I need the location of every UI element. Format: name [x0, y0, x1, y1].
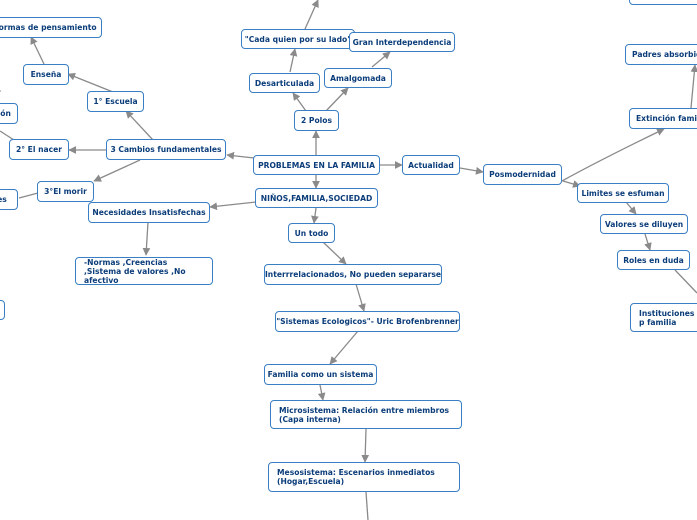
- edge-amalgomada-gran: [371, 51, 391, 68]
- node-actualidad[interactable]: Actualidad: [402, 155, 460, 175]
- node-un-todo[interactable]: Un todo: [288, 223, 335, 243]
- edge-polos-desarticulada: [292, 92, 307, 112]
- edge-limites-valores: [625, 201, 637, 215]
- edge-actualidad-posmodernidad: [459, 166, 484, 175]
- node-es-partial[interactable]: es: [0, 189, 18, 210]
- edge-micro-meso: [361, 428, 370, 463]
- node-amalgomada[interactable]: Amalgomada: [324, 68, 392, 88]
- node-dos-polos[interactable]: 2 Polos: [294, 110, 339, 131]
- edge-sistemas-familia: [329, 330, 359, 365]
- edge-interrelacionados-sistemas: [355, 283, 366, 312]
- edge-valores-roles: [644, 233, 652, 251]
- node-padres-absorbidos[interactable]: Padres absorbid: [625, 44, 697, 65]
- edge-necesidades-normas: [142, 221, 151, 256]
- node-left-stub[interactable]: [0, 300, 5, 320]
- edge-meso-down: [365, 491, 369, 520]
- edge-posmodernidad-extincion: [561, 128, 665, 182]
- edge-todo-interrelacionados: [322, 241, 347, 265]
- edge-polos-amalgomada: [325, 87, 349, 112]
- node-cion-partial[interactable]: ción: [0, 103, 18, 124]
- node-sistemas-ecologicos[interactable]: "Sistemas Ecologicos"- Uric Brofenbrenne…: [275, 311, 460, 332]
- edge-problemas-cambios: [226, 151, 255, 160]
- edge-roles-instituciones: [674, 269, 697, 294]
- node-normas-creencias[interactable]: -Normas ,Creencias ,Sistema de valores ,…: [75, 257, 213, 285]
- node-desarticulada[interactable]: Desarticulada: [249, 73, 320, 93]
- node-ninos-familia-sociedad[interactable]: NIÑOS,FAMILIA,SOCIEDAD: [255, 188, 378, 208]
- node-extincion-familia[interactable]: Extinción famil: [629, 108, 697, 129]
- edge-escuela-ensena: [67, 72, 119, 95]
- node-mesosistema[interactable]: Mesosistema: Escenarios inmediatos (Hoga…: [268, 462, 460, 492]
- edge-cambios-escuela: [125, 110, 154, 141]
- node-roles-en-duda[interactable]: Roles en duda: [617, 250, 690, 270]
- node-limites-se-esfuman[interactable]: Limites se esfuman: [577, 183, 669, 203]
- node-tercero-el-morir[interactable]: 3°El morir: [37, 181, 94, 202]
- edge-familia-micro: [317, 384, 326, 401]
- node-interrelacionados[interactable]: Interrrelacionados, No pueden separarse: [264, 264, 442, 285]
- node-primera-escuela[interactable]: 1° Escuela: [87, 91, 144, 112]
- node-formas-de-pensamiento[interactable]: formas de pensamiento: [0, 17, 102, 38]
- edge-desarticulada-cada: [289, 48, 298, 73]
- node-gran-interdependencia[interactable]: Gran Interdependencia: [349, 32, 455, 52]
- node-problemas-en-la-familia[interactable]: PROBLEMAS EN LA FAMILIA: [253, 155, 380, 175]
- edge-nacer-cion: [0, 130, 15, 141]
- node-instituciones-familia[interactable]: Instituciones p familia: [630, 303, 697, 332]
- node-segundo-el-nacer[interactable]: 2° El nacer: [9, 139, 69, 160]
- node-microsistema[interactable]: Microsistema: Relación entre miembros (C…: [270, 400, 462, 429]
- node-necesidades-insatisfechas[interactable]: Necesidades Insatisfechas: [88, 202, 210, 223]
- edge-extincion-padres: [690, 64, 697, 109]
- node-familia-como-sistema[interactable]: Familia como un sistema: [264, 364, 377, 385]
- edge-ninos-todo: [311, 207, 319, 224]
- node-posmodernidad[interactable]: Posmodernidad: [483, 164, 562, 185]
- edge-ensena-formas: [30, 36, 45, 65]
- edge-morir-es: [18, 192, 39, 199]
- node-tres-cambios[interactable]: 3 Cambios fundamentales: [106, 139, 226, 160]
- node-cada-quien[interactable]: "Cada quien por su lado": [241, 29, 355, 49]
- edge-cada-up: [304, 0, 319, 30]
- edge-cambios-morir: [93, 159, 141, 182]
- edge-ninos-necesidades: [209, 201, 257, 211]
- node-ensena[interactable]: Enseña: [23, 64, 69, 85]
- node-valores-se-diluyen[interactable]: Valores se diluyen: [600, 214, 688, 234]
- node-top-right-partial[interactable]: [629, 0, 697, 5]
